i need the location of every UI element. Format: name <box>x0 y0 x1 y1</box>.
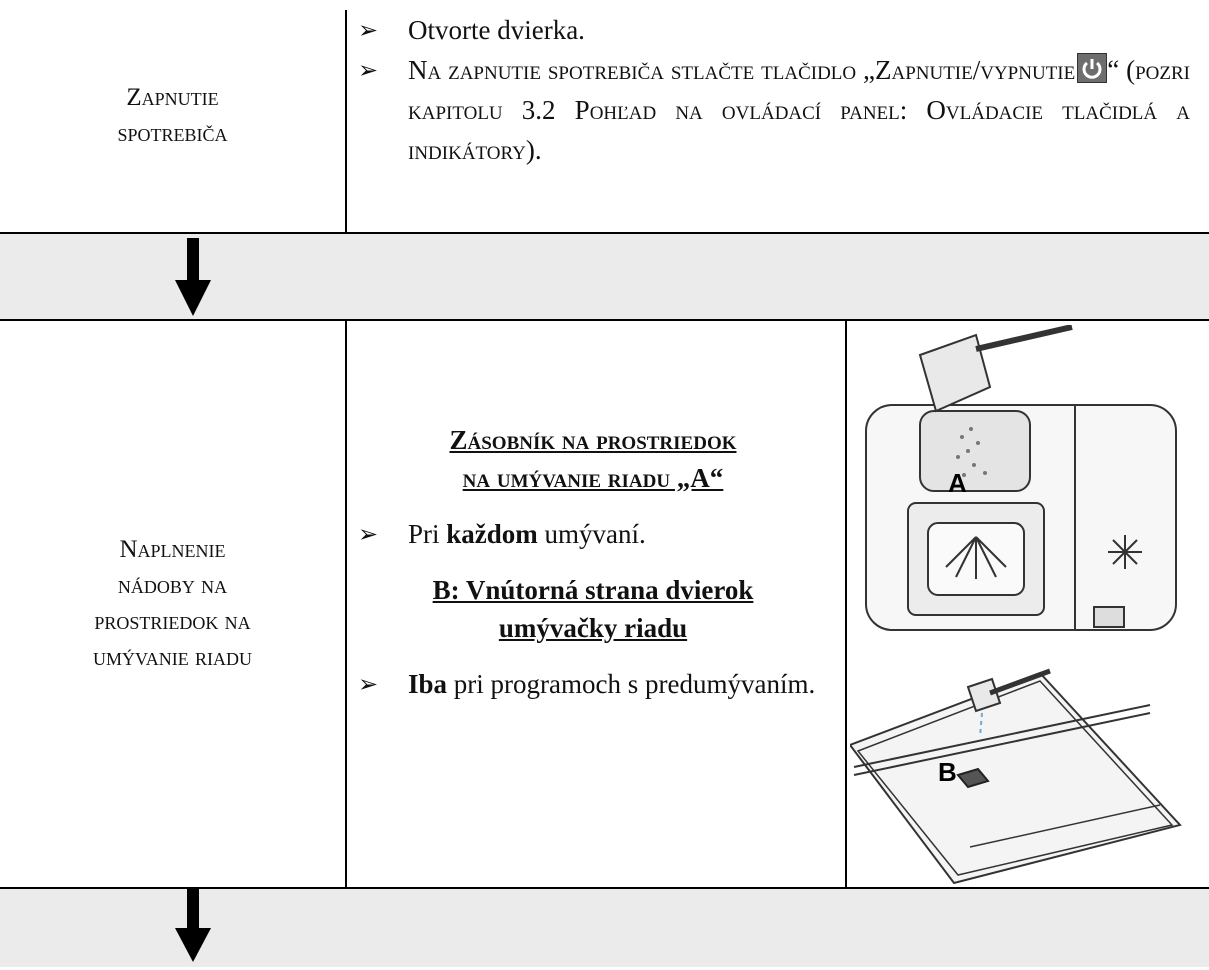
row1-instructions: ➢ Otvorte dvierka. ➢ Na zapnutie spotreb… <box>358 10 1190 170</box>
instruction-prewash-only: ➢ Iba pri programoch s predumývaním. <box>358 665 828 703</box>
instruction-open-door: ➢ Otvorte dvierka. <box>358 10 1190 50</box>
column-divider <box>345 321 347 887</box>
door-inside-illustration: B <box>848 665 1185 887</box>
door-inside-heading: B: Vnútorná strana dvierok umývačky riad… <box>432 575 754 643</box>
step-separator-band <box>0 887 1209 967</box>
arrowhead-bullet-icon: ➢ <box>358 520 379 548</box>
row2-instructions: Zásobník na prostriedok na umývanie riad… <box>358 421 828 703</box>
dispenser-a-heading: Zásobník na prostriedok na umývanie riad… <box>449 425 737 493</box>
detergent-dispenser-illustration: A <box>850 324 1185 665</box>
step-separator-band <box>0 232 1209 321</box>
row1-label-line1: Zapnutie <box>126 84 219 111</box>
down-arrow-icon <box>170 882 216 965</box>
row1-label-line2: spotrebiča <box>117 120 228 147</box>
column-divider <box>345 10 347 232</box>
label-a: A <box>948 468 967 498</box>
instruction-every-wash: ➢ Pri každom umývaní. <box>358 515 828 553</box>
arrowhead-bullet-icon: ➢ <box>358 16 379 44</box>
label-b: B <box>938 757 957 787</box>
arrowhead-bullet-icon: ➢ <box>358 670 379 698</box>
arrowhead-bullet-icon: ➢ <box>358 56 379 84</box>
image-cell-top-border <box>845 319 1180 321</box>
instruction-power-on: ➢ Na zapnutie spotrebiča stlačte tlačidl… <box>358 50 1190 170</box>
row1-step-label: Zapnutie spotrebiča <box>0 0 345 232</box>
power-button-icon <box>1077 53 1108 83</box>
down-arrow-icon <box>170 232 216 320</box>
row2-step-label: Naplnenie nádoby na prostriedok na umýva… <box>93 536 252 671</box>
column-divider <box>845 321 847 887</box>
